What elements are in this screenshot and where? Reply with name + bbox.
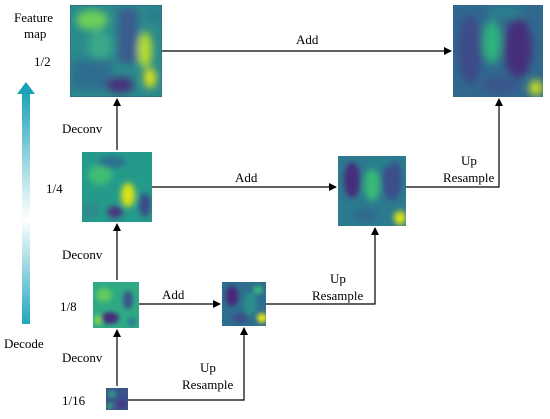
connection-arrows bbox=[113, 47, 503, 401]
resample-label-middle: Resample bbox=[312, 288, 363, 303]
feature-map-1-16 bbox=[106, 388, 128, 410]
up-label-middle: Up bbox=[330, 271, 346, 286]
arrow-upsample-1-16 bbox=[128, 327, 248, 401]
decode-label: Decode bbox=[4, 336, 44, 351]
add-label-bottom: Add bbox=[162, 287, 185, 302]
title-line-2: map bbox=[24, 26, 46, 41]
feature-map-upsample-1-8 bbox=[222, 282, 266, 326]
feature-map-1-2 bbox=[70, 5, 162, 97]
up-label-top: Up bbox=[461, 153, 477, 168]
deconv-label-bottom: Deconv bbox=[62, 350, 103, 365]
resample-label-bottom: Resample bbox=[182, 377, 233, 392]
arrow-upsample-1-8 bbox=[266, 227, 379, 305]
deconv-label-top: Deconv bbox=[62, 121, 103, 136]
feature-map-output-1-2 bbox=[453, 5, 543, 97]
resample-label-top: Resample bbox=[443, 170, 494, 185]
decode-direction-arrow bbox=[17, 82, 35, 324]
feature-map-1-8 bbox=[93, 282, 139, 328]
add-label-top: Add bbox=[296, 32, 319, 47]
scale-label-1-2: 1/2 bbox=[34, 54, 51, 69]
feature-map-upsample-1-4 bbox=[338, 156, 406, 226]
title-line-1: Feature bbox=[14, 10, 53, 25]
scale-label-1-16: 1/16 bbox=[62, 393, 86, 408]
add-label-middle: Add bbox=[235, 170, 258, 185]
up-label-bottom: Up bbox=[200, 360, 216, 375]
scale-label-1-8: 1/8 bbox=[60, 299, 77, 314]
arrow-upsample-1-4 bbox=[406, 98, 503, 188]
scale-label-1-4: 1/4 bbox=[46, 181, 63, 196]
feature-map-1-4 bbox=[82, 152, 152, 222]
labels: Feature map 1/2 1/4 1/8 1/16 Decode Deco… bbox=[4, 10, 494, 408]
deconv-label-middle: Deconv bbox=[62, 247, 103, 262]
